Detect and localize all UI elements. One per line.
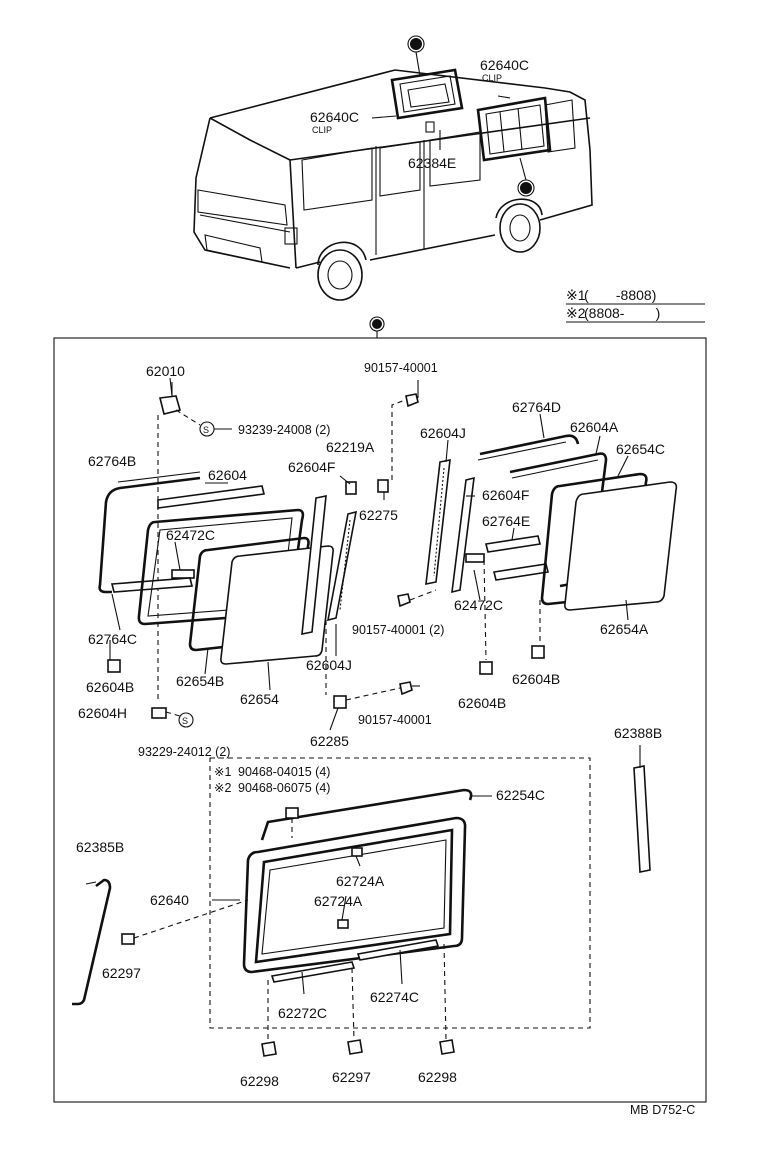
label-62297-left: 62297	[102, 965, 141, 981]
label-62384e: 62384E	[408, 155, 456, 171]
label-62764b: 62764B	[88, 453, 136, 469]
detail-frame	[53, 337, 707, 1103]
left-window-group: S S	[98, 380, 420, 728]
footer-code: MB D752-C	[630, 1103, 695, 1117]
label-90157-top: 90157-40001	[364, 361, 438, 375]
label-62298-left: 62298	[240, 1073, 279, 1089]
label-62254c: 62254C	[496, 787, 545, 803]
label-62654b: 62654B	[176, 673, 224, 689]
label-62388b: 62388B	[614, 725, 662, 741]
label-62604f-right: 62604F	[482, 487, 529, 503]
label-90468-04015: 90468-04015 (4)	[238, 765, 330, 779]
label-62640c-top-right: 62640C	[480, 57, 529, 73]
legend-mark-1: ※1	[566, 287, 586, 303]
label-62297-bottom: 62297	[332, 1069, 371, 1085]
legend: ※1 ( -8808) ※2 (8808- )	[566, 287, 705, 323]
svg-text:S: S	[203, 425, 209, 435]
label-62654a: 62654A	[600, 621, 649, 637]
label-62219a: 62219A	[326, 439, 375, 455]
label-62604j-top: 62604J	[420, 425, 466, 441]
label-62604b-mid: 62604B	[458, 695, 506, 711]
label-62724a-lower: 62724A	[314, 893, 363, 909]
right-window-group	[397, 434, 678, 675]
part-62388b-strip	[633, 765, 651, 873]
label-62385b: 62385B	[76, 839, 124, 855]
label-62604b-right: 62604B	[512, 671, 560, 687]
legend-range-1: ( -8808)	[584, 287, 656, 303]
label-90468-mark-1: ※1	[214, 765, 231, 779]
bottom-window-group	[242, 788, 492, 1057]
label-62272c: 62272C	[278, 1005, 327, 1021]
label-62298-right: 62298	[418, 1069, 457, 1085]
label-62640c-top-left: 62640C	[310, 109, 359, 125]
label-62604j-mid: 62604J	[306, 657, 352, 673]
label-90468-06075: 90468-06075 (4)	[238, 781, 330, 795]
label-62604b-left: 62604B	[86, 679, 134, 695]
label-90157-mid: 90157-40001 (2)	[352, 623, 444, 637]
label-62764e: 62764E	[482, 513, 530, 529]
leader-lines	[111, 377, 629, 921]
label-clip-top-left: CLIP	[312, 125, 332, 135]
label-62654: 62654	[240, 691, 279, 707]
label-62764c: 62764C	[88, 631, 137, 647]
svg-text:S: S	[182, 716, 188, 726]
label-62274c: 62274C	[370, 989, 419, 1005]
label-62654c: 62654C	[616, 441, 665, 457]
label-62285: 62285	[310, 733, 349, 749]
label-62604a: 62604A	[570, 419, 619, 435]
label-90157-bottom: 90157-40001	[358, 713, 432, 727]
label-90468-mark-2: ※2	[214, 781, 231, 795]
van-illustration	[193, 35, 593, 301]
part-62385b-channel	[72, 878, 112, 1006]
label-62472c-right: 62472C	[454, 597, 503, 613]
legend-range-2: (8808- )	[584, 305, 660, 321]
label-62010: 62010	[146, 363, 185, 379]
label-93229: 93229-24012 (2)	[138, 745, 230, 759]
legend-mark-2: ※2	[566, 305, 586, 321]
label-62275: 62275	[359, 507, 398, 523]
label-62764d: 62764D	[512, 399, 561, 415]
label-clip-top-right: CLIP	[482, 73, 502, 83]
label-62604f-left: 62604F	[288, 459, 335, 475]
label-62604h: 62604H	[78, 705, 127, 721]
label-62724a-upper: 62724A	[336, 873, 385, 889]
label-62640: 62640	[150, 892, 189, 908]
label-62604-left: 62604	[208, 467, 247, 483]
label-62472c-left: 62472C	[166, 527, 215, 543]
part-labels: 62010 93239-24008 (2) 90157-40001 62219A…	[76, 361, 665, 1089]
label-93239: 93239-24008 (2)	[238, 423, 330, 437]
sub-detail-frame	[209, 757, 591, 1029]
